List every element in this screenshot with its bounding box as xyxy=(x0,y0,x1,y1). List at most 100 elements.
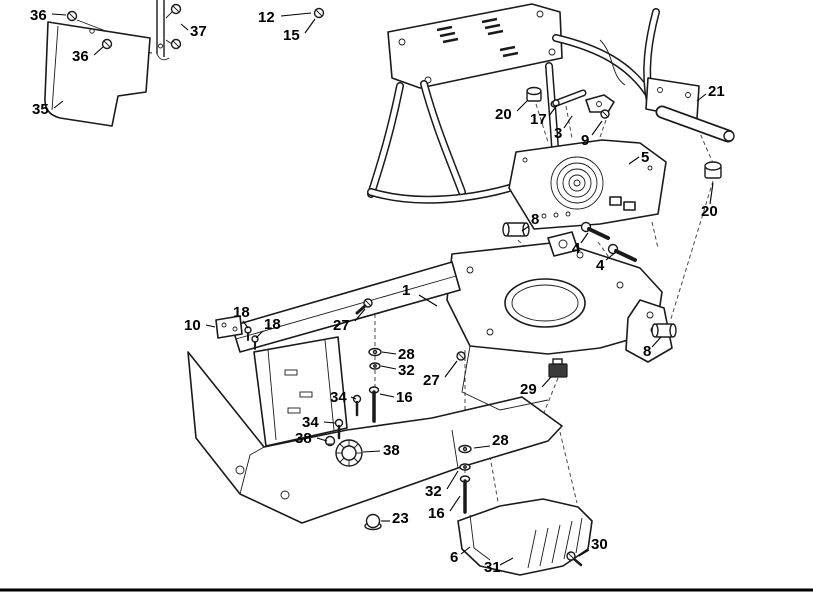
skid-plate-part-6-31 xyxy=(457,498,593,576)
leader-line-30 xyxy=(578,549,590,557)
part-label-23: 23 xyxy=(392,510,409,527)
mud-flap-part-35 xyxy=(44,21,151,127)
part-label-18-left: 18 xyxy=(233,304,250,321)
leader-line-9 xyxy=(591,120,603,136)
screw-icon-27-right xyxy=(456,351,466,361)
part-label-18-right: 18 xyxy=(264,316,281,333)
part-label-36-top: 36 xyxy=(30,7,47,24)
bushing-icon-8-right xyxy=(651,323,677,338)
screw-icon-30 xyxy=(566,551,583,567)
part-label-4-upper: 4 xyxy=(572,240,581,257)
console-plate-part-5 xyxy=(508,139,667,230)
leader-line-4-lower xyxy=(605,251,617,261)
part-label-20-top: 20 xyxy=(495,106,512,123)
leader-line-15 xyxy=(304,18,316,34)
screw-icon-18-left xyxy=(244,326,252,341)
part-label-34-upper: 34 xyxy=(330,389,347,406)
screw-icon-37-upper xyxy=(170,3,182,15)
screw-icon-36-top xyxy=(66,10,78,22)
pin-lever-icon-17 xyxy=(550,89,587,108)
leader-line-34-upper xyxy=(350,396,357,400)
part-label-20-right: 20 xyxy=(701,203,718,220)
bracket-icon-3 xyxy=(585,94,615,113)
leader-line-34-lower xyxy=(323,421,336,424)
part-label-35: 35 xyxy=(32,101,49,118)
washer-icon-28-right xyxy=(458,444,472,454)
leader-line-36-top xyxy=(51,13,67,16)
screw-icon-36-mid xyxy=(101,38,113,50)
part-label-8-right: 8 xyxy=(643,343,651,360)
cap-icon-20-right xyxy=(704,161,722,179)
part-label-30: 30 xyxy=(591,536,608,553)
leader-line-38-right xyxy=(362,450,381,453)
plate-icon-10 xyxy=(215,315,243,339)
leader-line-28-left xyxy=(381,351,397,355)
leader-line-8-top xyxy=(521,225,530,232)
screw-icon-15 xyxy=(313,7,325,19)
washer-icon-32-left xyxy=(369,362,381,370)
seat-base-plate xyxy=(387,3,563,89)
plug-icon-23 xyxy=(364,513,382,531)
leader-line-21 xyxy=(696,93,707,102)
washer-icon-28-left xyxy=(368,347,382,357)
bushing-icon-8-top xyxy=(502,222,530,237)
part-label-8-top: 8 xyxy=(531,211,539,228)
leader-line-20-top xyxy=(516,99,529,112)
leader-line-18-right xyxy=(255,330,264,339)
leader-line-28-right xyxy=(473,445,491,449)
leader-line-1 xyxy=(418,294,438,307)
leader-line-4-upper xyxy=(580,232,589,244)
leader-line-20-right xyxy=(709,182,714,205)
leader-line-35 xyxy=(53,100,64,109)
part-label-17: 17 xyxy=(530,111,547,128)
leader-line-27-left xyxy=(354,308,366,322)
leader-line-37 xyxy=(180,23,189,31)
bolt-icon-16-right xyxy=(459,475,471,514)
seat-plate-vents xyxy=(436,17,519,58)
part-label-32-right: 32 xyxy=(425,483,442,500)
leader-line-32-left xyxy=(380,365,397,370)
leader-line-16-left xyxy=(379,393,395,398)
part-label-38-left: 38 xyxy=(295,430,312,447)
bolt-icon-4-lower xyxy=(607,243,637,262)
part-label-15: 15 xyxy=(283,27,300,44)
bolt-icon-16-left xyxy=(368,386,380,423)
bolt-icon-4-upper xyxy=(580,221,610,240)
part-label-32-left: 32 xyxy=(398,362,415,379)
part-label-12: 12 xyxy=(258,9,275,26)
leader-line-5 xyxy=(628,156,640,165)
leader-line-6 xyxy=(460,546,471,555)
leader-line-31 xyxy=(499,557,514,566)
leader-line-27-right xyxy=(444,360,458,378)
part-label-10: 10 xyxy=(184,317,201,334)
washer-icon-32-right xyxy=(459,463,471,471)
leader-line-29 xyxy=(541,376,552,388)
part-label-36-mid: 36 xyxy=(72,48,89,65)
part-label-3: 3 xyxy=(554,125,562,142)
part-label-28-right: 28 xyxy=(492,432,509,449)
leader-line-10 xyxy=(205,324,216,328)
part-label-4-lower: 4 xyxy=(596,257,605,274)
leader-line-8-right xyxy=(651,336,662,348)
part-label-1: 1 xyxy=(402,282,410,299)
part-label-37: 37 xyxy=(190,23,207,40)
part-label-27-left: 27 xyxy=(333,317,350,334)
cap-nut-icon-20-top xyxy=(526,86,542,102)
hardware-parts xyxy=(66,3,722,567)
part-label-28-left: 28 xyxy=(398,346,415,363)
screw-icon-9 xyxy=(600,109,610,119)
part-label-31: 31 xyxy=(484,559,501,576)
leader-line-17 xyxy=(548,104,558,117)
part-label-16-left: 16 xyxy=(396,389,413,406)
leader-line-36-mid xyxy=(93,46,104,56)
part-label-21: 21 xyxy=(708,83,725,100)
main-frame-part-1 xyxy=(187,231,673,524)
axle-bracket-part-21 xyxy=(645,77,735,143)
leader-line-3 xyxy=(563,115,573,129)
block-icon-29 xyxy=(548,358,568,378)
leader-line-38-left xyxy=(316,437,328,442)
part-label-34-lower: 34 xyxy=(302,414,319,431)
